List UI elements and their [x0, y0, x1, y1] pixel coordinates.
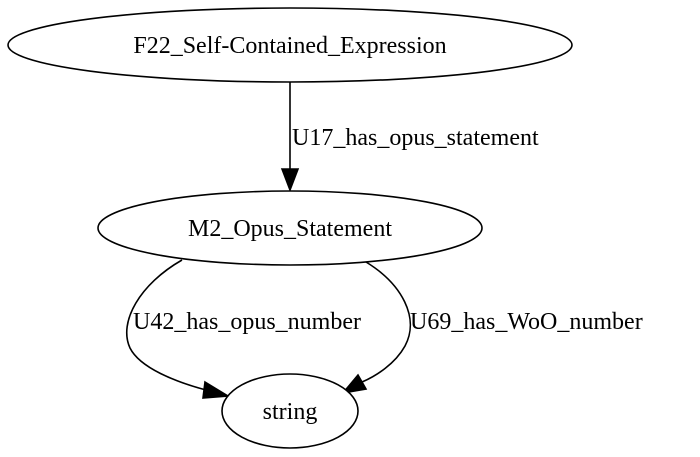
node-opus-statement: M2_Opus_Statement	[97, 190, 483, 266]
edge-has-opus-number-label: U42_has_opus_number	[133, 309, 361, 335]
edge-has-opus-statement: U17_has_opus_statement	[280, 82, 539, 193]
node-string-shape	[221, 373, 359, 449]
edge-has-opus-number-line	[125, 259, 207, 391]
edge-has-opus-number: U42_has_opus_number	[125, 259, 361, 399]
node-expression-shape	[7, 7, 573, 83]
node-opus-statement-shape	[97, 190, 483, 266]
edge-has-opus-statement-arrowhead	[280, 168, 300, 193]
edge-has-woo-number: U69_has_WoO_number	[340, 261, 643, 395]
edge-has-woo-number-line	[361, 261, 412, 383]
node-expression-label: F22_Self-Contained_Expression	[133, 33, 446, 59]
edge-has-woo-number-label: U69_has_WoO_number	[410, 309, 643, 335]
node-string-label: string	[263, 399, 318, 425]
node-string: string	[221, 373, 359, 449]
node-expression: F22_Self-Contained_Expression	[7, 7, 573, 83]
edge-has-opus-statement-label: U17_has_opus_statement	[292, 125, 539, 151]
node-opus-statement-label: M2_Opus_Statement	[188, 216, 392, 242]
edge-has-opus-number-arrowhead	[202, 380, 231, 399]
edge-has-woo-number-arrowhead	[340, 373, 368, 395]
